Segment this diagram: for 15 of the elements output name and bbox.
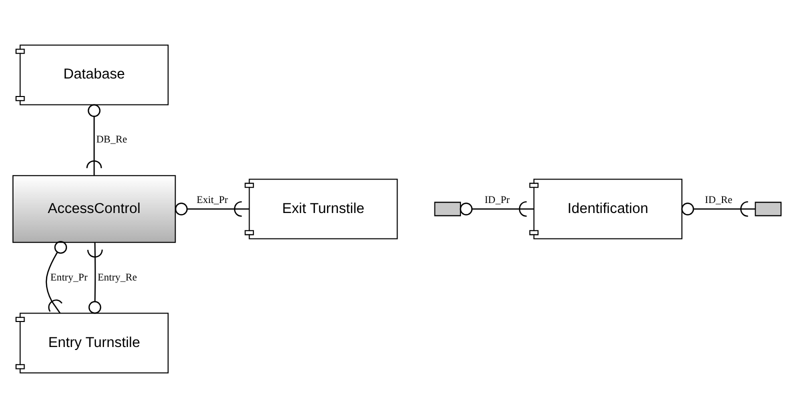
- edge-label: Entry_Re: [98, 272, 137, 283]
- node-box: [434, 201, 461, 216]
- connector: [86, 104, 102, 175]
- connector: [681, 200, 756, 216]
- node-box: [754, 201, 782, 216]
- edge-label: ID_Pr: [484, 194, 510, 206]
- edge-label: Exit_Pr: [196, 194, 228, 206]
- connector: [87, 242, 103, 314]
- edge-label: DB_Re: [96, 134, 128, 146]
- connector: [46, 240, 68, 314]
- node-box: AccessControl: [12, 174, 176, 242]
- connector: [174, 200, 249, 216]
- connector: [460, 200, 534, 216]
- edge-label: Entry_Pr: [50, 272, 88, 283]
- edge-label: ID_Re: [704, 194, 732, 206]
